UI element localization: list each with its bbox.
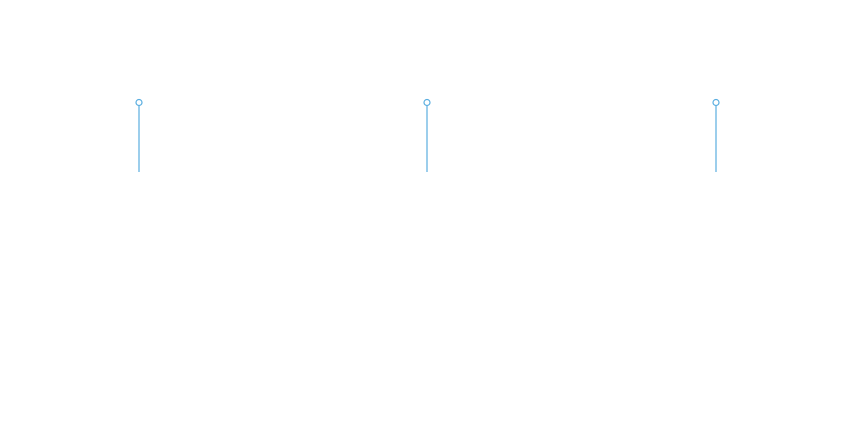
pin-marker-1[interactable] — [134, 98, 144, 174]
pin-head — [135, 98, 143, 107]
pin-marker-3[interactable] — [711, 98, 721, 174]
pin-marker-2[interactable] — [422, 98, 432, 174]
pin-head — [423, 98, 431, 107]
pin-marker-icon — [712, 98, 720, 172]
pin-head — [712, 98, 720, 107]
pin-marker-icon — [135, 98, 143, 172]
pin-marker-icon — [423, 98, 431, 172]
